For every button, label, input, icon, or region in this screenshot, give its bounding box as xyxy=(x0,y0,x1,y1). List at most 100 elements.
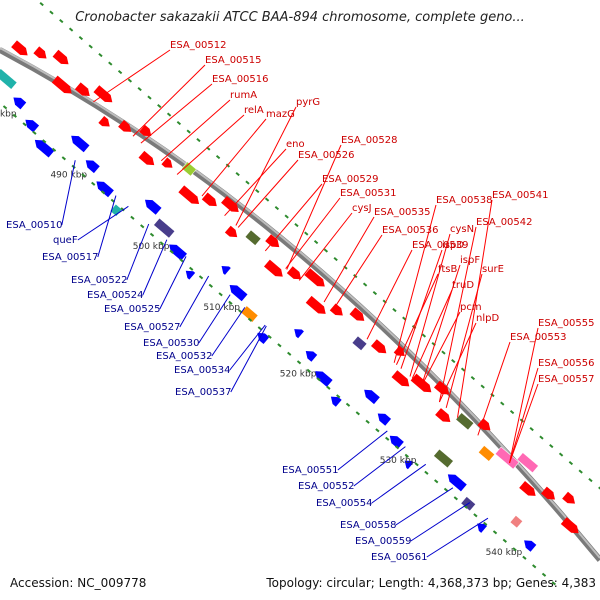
forward-gene[interactable] xyxy=(560,517,582,537)
reverse-gene[interactable] xyxy=(445,471,467,492)
reverse-gene[interactable] xyxy=(68,132,90,153)
reverse-gene[interactable] xyxy=(303,348,318,362)
gene-label-reverse[interactable]: ESA_00510 xyxy=(6,220,63,231)
gene-label-forward[interactable]: ESA_00529 xyxy=(322,174,379,185)
gene-label-reverse[interactable]: ESA_00530 xyxy=(143,338,200,349)
gene-label-forward[interactable]: ESA_00526 xyxy=(298,150,355,161)
forward-gene[interactable] xyxy=(562,491,578,507)
reverse-gene[interactable] xyxy=(254,329,270,345)
gene-label-forward[interactable]: ESA_00539 xyxy=(412,240,469,251)
gene-label-reverse[interactable]: ESA_00532 xyxy=(156,351,213,362)
reverse-gene[interactable] xyxy=(509,515,524,529)
reverse-gene[interactable] xyxy=(11,94,27,110)
gene-label-reverse[interactable]: ESA_00524 xyxy=(87,290,144,301)
reverse-gene[interactable] xyxy=(312,368,333,387)
gene-label-reverse[interactable]: ESA_00522 xyxy=(71,275,128,286)
forward-gene[interactable] xyxy=(349,307,367,324)
reverse-gene[interactable] xyxy=(291,326,304,339)
forward-gene[interactable] xyxy=(435,408,453,425)
gene-label-reverse[interactable]: ESA_00551 xyxy=(282,465,339,476)
forward-gene[interactable] xyxy=(455,412,475,431)
forward-gene[interactable] xyxy=(221,195,242,215)
reverse-gene[interactable] xyxy=(387,432,404,449)
gene-label-forward[interactable]: ESA_00531 xyxy=(340,188,397,199)
gene-label-forward[interactable]: ESA_00528 xyxy=(341,135,398,146)
forward-gene[interactable] xyxy=(51,75,75,97)
gene-label-forward[interactable]: cysN xyxy=(450,224,474,235)
forward-gene[interactable] xyxy=(263,259,286,280)
gene-label-reverse[interactable]: ESA_00527 xyxy=(124,322,181,333)
gene-label-reverse[interactable]: ESA_00534 xyxy=(174,365,231,376)
gene-label-forward[interactable]: rumA xyxy=(230,90,257,101)
gene-label-forward[interactable]: ESA_00538 xyxy=(436,195,493,206)
gene-label-forward[interactable]: ESA_00542 xyxy=(476,217,533,228)
forward-gene[interactable] xyxy=(370,339,389,356)
reverse-gene[interactable] xyxy=(474,520,488,533)
forward-gene[interactable] xyxy=(224,225,240,241)
forward-gene[interactable] xyxy=(351,335,368,351)
forward-gene[interactable] xyxy=(52,49,72,68)
gene-label-forward[interactable]: ispF xyxy=(460,255,480,266)
gene-label-forward[interactable]: relA xyxy=(244,105,264,116)
forward-gene[interactable] xyxy=(286,266,304,283)
forward-gene[interactable] xyxy=(181,161,197,177)
forward-gene[interactable] xyxy=(433,380,452,398)
reverse-gene[interactable] xyxy=(32,137,55,158)
forward-gene[interactable] xyxy=(178,185,202,207)
gene-label-forward[interactable]: cysJ xyxy=(352,203,372,214)
reverse-gene[interactable] xyxy=(142,196,162,215)
gene-label-forward[interactable]: eno xyxy=(286,139,305,150)
gene-label-forward[interactable]: ESA_00536 xyxy=(382,225,439,236)
forward-gene[interactable] xyxy=(244,229,262,246)
gene-label-forward[interactable]: pcm xyxy=(460,302,482,313)
gene-label-forward[interactable]: ftsB xyxy=(438,264,457,275)
gene-label-forward[interactable]: truD xyxy=(452,280,474,291)
forward-gene[interactable] xyxy=(139,124,154,140)
reverse-gene[interactable] xyxy=(93,178,114,198)
reverse-gene[interactable] xyxy=(521,537,537,552)
gene-label-reverse[interactable]: ESA_00559 xyxy=(355,536,412,547)
forward-gene[interactable] xyxy=(391,370,412,390)
gene-label-forward[interactable]: ESA_00556 xyxy=(538,358,595,369)
gene-label-forward[interactable]: surE xyxy=(482,264,504,275)
gene-label-forward[interactable]: ESA_00516 xyxy=(212,74,269,85)
forward-gene[interactable] xyxy=(161,157,175,171)
reverse-gene[interactable] xyxy=(219,263,231,275)
gene-label-reverse[interactable]: ESA_00561 xyxy=(371,552,428,563)
forward-gene[interactable] xyxy=(540,486,558,503)
forward-gene[interactable] xyxy=(494,446,520,470)
reverse-gene[interactable] xyxy=(328,393,342,407)
gene-label-forward[interactable]: ESA_00555 xyxy=(538,318,595,329)
gene-label-forward[interactable]: ESA_00515 xyxy=(205,55,262,66)
forward-gene[interactable] xyxy=(304,268,327,290)
forward-gene[interactable] xyxy=(138,150,158,169)
forward-gene[interactable] xyxy=(519,480,538,499)
forward-gene[interactable] xyxy=(11,40,30,58)
gene-label-reverse[interactable]: queF xyxy=(53,235,78,246)
reverse-gene[interactable] xyxy=(402,457,414,470)
gene-label-forward[interactable]: ESA_00557 xyxy=(538,374,595,385)
gene-label-forward[interactable]: ESA_00553 xyxy=(510,332,567,343)
reverse-gene[interactable] xyxy=(22,116,40,133)
gene-label-reverse[interactable]: ESA_00558 xyxy=(340,520,397,531)
gene-label-forward[interactable]: mazG xyxy=(266,109,295,120)
reverse-gene[interactable] xyxy=(153,217,176,239)
forward-gene[interactable] xyxy=(74,82,93,99)
gene-label-forward[interactable]: pyrG xyxy=(296,97,320,108)
gene-label-forward[interactable]: ESA_00541 xyxy=(492,190,549,201)
reverse-gene[interactable] xyxy=(227,282,248,302)
reverse-gene[interactable] xyxy=(433,448,454,469)
gene-label-forward[interactable]: ESA_00535 xyxy=(374,207,431,218)
gene-label-forward[interactable]: ispD xyxy=(442,240,464,251)
forward-gene[interactable] xyxy=(98,115,112,130)
forward-gene[interactable] xyxy=(265,234,282,250)
reverse-gene[interactable] xyxy=(375,410,392,426)
gene-label-reverse[interactable]: ESA_00537 xyxy=(175,387,232,398)
forward-gene[interactable] xyxy=(201,192,220,209)
gene-label-reverse[interactable]: ESA_00525 xyxy=(104,304,161,315)
gene-label-forward[interactable]: ESA_00512 xyxy=(170,40,227,51)
gene-label-forward[interactable]: nlpD xyxy=(476,313,499,324)
forward-gene[interactable] xyxy=(478,445,496,462)
forward-gene[interactable] xyxy=(410,373,435,396)
